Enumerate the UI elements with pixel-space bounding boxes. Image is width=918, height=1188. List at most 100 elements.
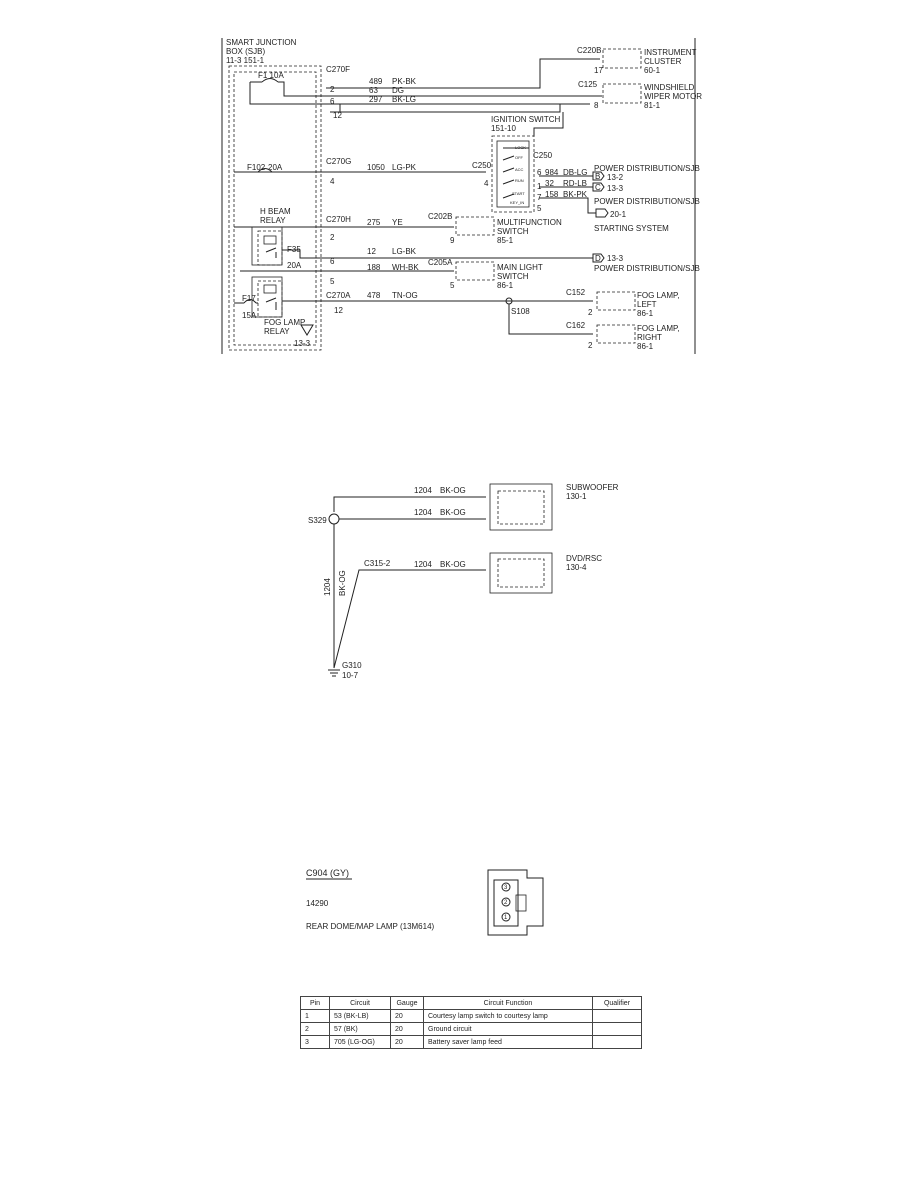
sjb-label-1: SMART JUNCTION [226,38,297,47]
wire-275-color: YE [392,218,403,227]
connector-c270g: C270G [326,157,351,166]
wire-297-to-ignition [533,112,564,136]
wire-984-num: 984 [545,168,559,177]
pin-table-header-circuit: Circuit [329,996,391,1010]
fog-lamp-left-label-2: LEFT [637,300,657,309]
connector-pin-1-label: 1 [504,915,508,921]
wire-c270f-12 [330,103,341,112]
wire-1050-num: 1050 [367,163,385,172]
ign-pos-acc: ACC [515,167,524,172]
ignition-switch-label: IGNITION SWITCH [491,115,561,124]
diagram-subwoofer-ground: S329 1204 BK-OG 1204 BK-OG 1204 BK-OG C3… [308,483,619,680]
ignition-positions: LOCK OFF ACC RUN START KEY_IN [510,145,526,205]
ref-power-dist-1: POWER DISTRIBUTION/SJB [594,164,700,173]
connector-c315-2: C315-2 [364,559,391,568]
fuse-f17-label: F17 [242,294,256,303]
table-cell: Battery saver lamp feed [423,1035,593,1049]
table-cell: Courtesy lamp switch to courtesy lamp [423,1009,593,1023]
diagram-main-wiring: SMART JUNCTION BOX (SJB) 11-3 151-1 13-3… [221,38,702,354]
connector-c250-right: C250 [533,151,553,160]
pin-fr-2: 2 [588,341,593,350]
pin-table: Pin Circuit Gauge Circuit Function Quali… [300,996,642,1049]
ref-b-page: 13-2 [607,173,624,182]
subwoofer-label: SUBWOOFER [566,483,619,492]
connector-c162: C162 [566,321,586,330]
wire-32-num: 32 [545,179,554,188]
connector-pin-3-label: 3 [504,885,508,891]
fog-lamp-left-box [596,291,636,311]
wire-1050-color: LG-PK [392,163,417,172]
fog-relay-box [257,280,283,318]
instrument-cluster-label-3: 60-1 [644,66,661,75]
wiper-label-2: WIPER MOTOR [644,92,702,101]
splice-s329 [328,513,340,525]
connector-pin-1-icon [501,912,511,922]
connector-c904-cavity [493,879,519,927]
ground-symbol-icon [328,669,340,677]
pin-ign-5: 5 [537,204,542,213]
wire-158 [539,197,596,214]
wire-297 [330,104,561,113]
pin-table-header-row: Pin Circuit Gauge Circuit Function Quali… [300,996,642,1010]
ref-start-flag [595,208,609,218]
wire-188-color: WH-BK [392,263,419,272]
connector-c220b: C220B [577,46,601,55]
wire-12-color: LG-BK [392,247,417,256]
connector-pin-2-label: 2 [504,900,508,906]
wire-12-num: 12 [367,247,376,256]
pin-c270f-2: 2 [330,85,335,94]
hbeam-relay-coil [263,235,277,245]
fog-lamp-right-label-3: 86-1 [637,342,654,351]
fuse-f17 [243,299,257,304]
connector-pin-3-icon [501,882,511,892]
fuse-f102-rating: 20A [268,163,283,172]
table-row: 2 57 (BK) 20 Ground circuit [300,1022,642,1036]
wire-63-num: 63 [369,86,378,95]
wire-f1-feed [250,81,540,97]
pin-c270g-4: 4 [330,177,335,186]
sjb-label-3: 11-3 151-1 [226,56,265,65]
sjb-label-2: BOX (SJB) [226,47,265,56]
fog-lamp-right-box [596,324,636,344]
connector-c270h: C270H [326,215,351,224]
pin-mf-9: 9 [450,236,455,245]
wire-32-color: RD-LB [563,179,587,188]
fog-relay-switch [265,297,277,310]
multifunction-switch-box [455,216,495,236]
main-light-switch-box [455,261,495,281]
fog-relay-frame [251,276,283,318]
hbeam-relay-label-2: RELAY [260,216,286,225]
wire-297-color: BK-LG [392,95,416,104]
table-cell: 3 [300,1035,330,1049]
wire-63-color: DG [392,86,404,95]
sjb-ground-triangle [300,324,314,336]
connector-c125: C125 [578,80,598,89]
dvd-rsc-inner [497,558,545,588]
dvd-rsc-box [489,552,553,594]
pin-fl-2: 2 [588,308,593,317]
connector-part-number: 14290 [306,899,329,908]
pin-table-header-qualifier: Qualifier [592,996,642,1010]
wire-sjb-c270f-6 [249,82,590,105]
table-cell: Ground circuit [423,1022,593,1036]
pin-table-header-function: Circuit Function [423,996,593,1010]
pin-c270h-2: 2 [330,233,335,242]
table-cell [592,1022,642,1036]
table-cell: 20 [390,1022,424,1036]
connector-c202b: C202B [428,212,452,221]
fog-lamp-left-label-3: 86-1 [637,309,654,318]
table-cell: 705 (LG-OG) [329,1035,391,1049]
fuse-f102 [257,168,273,173]
pin-ign-4: 4 [484,179,489,188]
hbeam-relay-label-1: H BEAM [260,207,291,216]
subwoofer-box [489,483,553,531]
table-cell: 20 [390,1035,424,1049]
wiper-motor-box [602,83,642,104]
fuse-f35-rating: 20A [287,261,302,270]
ref-b-letter: B [595,172,600,181]
ign-pos-off: OFF [515,155,524,160]
connector-c904-title: C904 (GY) [306,868,349,878]
wire-1204-top-num: 1204 [414,486,432,495]
ignition-switch-inner [496,140,530,208]
ignition-switch-ref: 151-10 [491,124,516,133]
